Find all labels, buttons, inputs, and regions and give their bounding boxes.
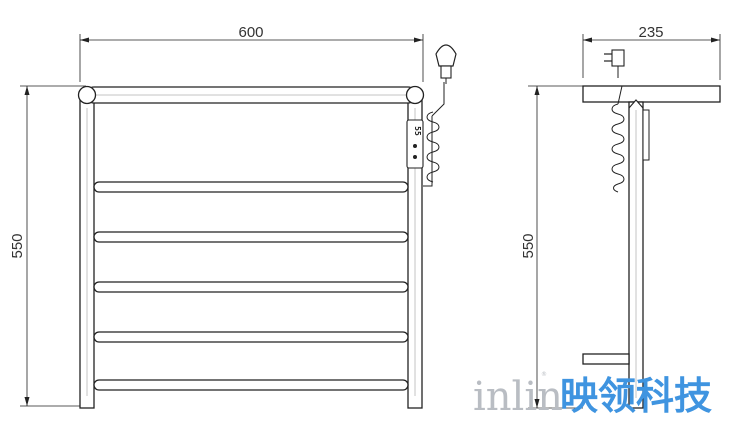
arrowhead <box>80 37 89 43</box>
side-height-label: 550 <box>520 233 537 258</box>
arrowhead <box>534 86 540 95</box>
arrowhead <box>24 86 30 95</box>
watermark: inlin ® 映领科技 <box>473 371 712 420</box>
front-height-label: 550 <box>9 233 26 258</box>
watermark-latin: inlin <box>473 374 563 420</box>
front-width-dimension <box>79 34 424 82</box>
side-power-plug <box>604 49 625 78</box>
power-plug <box>435 44 457 84</box>
panel-button <box>413 155 417 159</box>
control-panel: 55 <box>406 119 424 169</box>
arrowhead <box>711 37 720 43</box>
side-width-label: 235 <box>638 24 663 41</box>
towel-bar <box>93 281 409 293</box>
left-cap <box>77 85 97 105</box>
side-height-dimension <box>528 85 583 409</box>
panel-display: 55 <box>413 126 422 136</box>
towel-bar <box>93 231 409 243</box>
arrowhead <box>24 397 30 406</box>
coiled-cord <box>426 111 440 183</box>
side-width-dimension <box>582 34 721 80</box>
towel-bar <box>93 181 409 193</box>
right-cap <box>405 85 425 105</box>
panel-button <box>413 144 417 148</box>
watermark-registered-mark: ® <box>541 371 547 378</box>
side-foot <box>582 353 630 365</box>
side-coiled-cord <box>611 103 625 193</box>
arrowhead <box>583 37 592 43</box>
towel-bar <box>93 379 409 391</box>
side-control-panel <box>642 109 650 161</box>
towel-bar <box>93 331 409 343</box>
watermark-chinese: 映领科技 <box>560 374 712 418</box>
front-view: 600 550 <box>9 24 457 409</box>
arrowhead <box>534 399 540 408</box>
arrowhead <box>414 37 423 43</box>
front-height-dimension <box>20 85 86 407</box>
side-view: 235 550 <box>520 24 721 409</box>
front-width-label: 600 <box>238 24 263 41</box>
towel-bars <box>93 181 409 391</box>
power-cord <box>423 82 445 187</box>
side-top-shelf <box>582 85 721 103</box>
